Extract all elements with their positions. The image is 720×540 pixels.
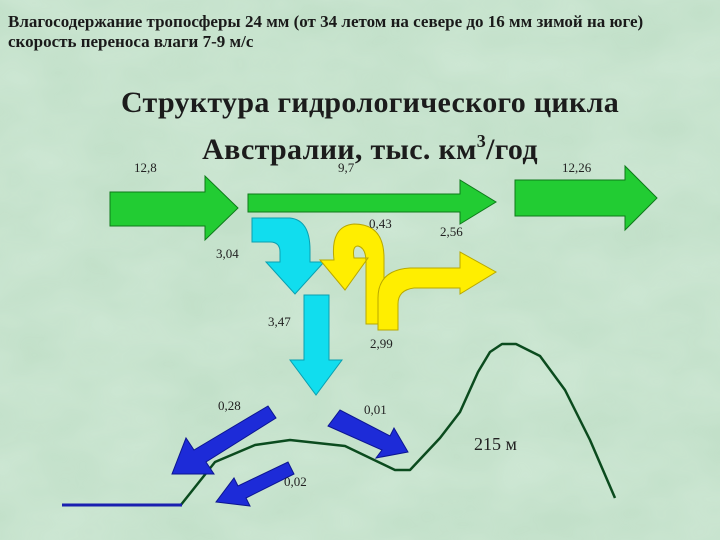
title-line-2-end: /год (486, 133, 538, 166)
precipitation-label: 3,04 (216, 246, 239, 261)
ground-runoff-label: 0,01 (364, 402, 387, 417)
infiltration-label: 3,47 (268, 314, 291, 329)
outflow-label: 12,26 (562, 160, 592, 175)
header-line-2: скорость переноса влаги 7-9 м/с (8, 32, 254, 51)
header-text: Влагосодержание тропосферы 24 мм (от 34 … (8, 12, 714, 52)
evaporation-label: 2,99 (370, 336, 393, 351)
title-superscript: 3 (476, 131, 487, 151)
underground-arrow (215, 461, 295, 507)
evaporation-arrow (377, 251, 497, 331)
page-title: Структура гидрологического цикла Австрал… (90, 84, 650, 169)
transit-arrow (247, 179, 497, 225)
title-line-2: Австралии, тыс. км3/год (90, 122, 650, 169)
infiltration-arrow (289, 294, 343, 396)
evap-return-label: 0,43 (369, 216, 392, 231)
elevation-label: 215 м (474, 434, 517, 454)
ground-runoff-arrow (327, 409, 409, 459)
terrain-line (179, 342, 617, 507)
precip-curved-arrow (251, 217, 326, 295)
precip-out-label: 2,56 (440, 224, 463, 239)
header-line-1: Влагосодержание тропосферы 24 мм (от 34 … (8, 12, 644, 31)
underground-label: 0,02 (284, 474, 307, 489)
runoff-label: 0,28 (218, 398, 241, 413)
evap-return-yellow (318, 223, 385, 325)
runoff-arrow (171, 405, 277, 475)
title-line-1: Структура гидрологического цикла (120, 86, 620, 119)
transit-label: 9,7 (338, 160, 355, 175)
inflow-arrow (109, 174, 239, 242)
outflow-arrow (514, 164, 658, 232)
inflow-label: 12,8 (134, 160, 157, 175)
title-line-2-main: Австралии, тыс. км (202, 133, 477, 166)
